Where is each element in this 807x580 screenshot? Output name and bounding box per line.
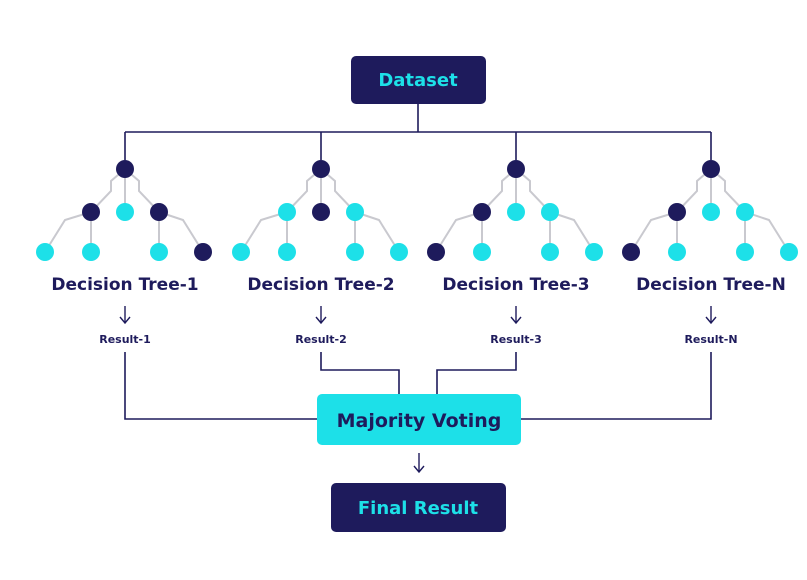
result-label: Result-2: [295, 333, 347, 346]
result-arrow: [119, 306, 131, 325]
tree-inner-node: [278, 203, 296, 221]
tree-leaf-node: [585, 243, 603, 261]
tree-inner-node: [150, 203, 168, 221]
tree-leaf-node: [36, 243, 54, 261]
tree-leaf-node: [780, 243, 798, 261]
result-connectors: [124, 352, 712, 420]
result-label: Result-N: [684, 333, 737, 346]
final-result-box: Final Result: [331, 483, 506, 532]
dataset-label: Dataset: [378, 70, 458, 91]
dataset-box: Dataset: [351, 56, 486, 104]
dataset-connectors: [124, 104, 712, 160]
tree-leaf-node: [473, 243, 491, 261]
tree-label: Decision Tree-1: [51, 275, 198, 295]
tree-inner-node: [702, 203, 720, 221]
tree-inner-node: [541, 203, 559, 221]
tree-root-node: [312, 160, 330, 178]
decision-tree-4: Decision Tree-N Result-N: [622, 160, 798, 346]
majority-voting-box: Majority Voting: [317, 394, 521, 445]
tree-leaf-node: [278, 243, 296, 261]
majority-voting-label: Majority Voting: [337, 410, 502, 432]
tree-leaf-node: [150, 243, 168, 261]
result-arrow: [705, 306, 717, 325]
tree-leaf-node: [194, 243, 212, 261]
tree-inner-node: [346, 203, 364, 221]
result-arrow: [315, 306, 327, 325]
tree-root-node: [702, 160, 720, 178]
tree-label: Decision Tree-3: [442, 275, 589, 295]
tree-label: Decision Tree-2: [247, 275, 394, 295]
result-arrow: [510, 306, 522, 325]
tree-leaf-node: [82, 243, 100, 261]
final-result-label: Final Result: [358, 498, 479, 519]
tree-leaf-node: [390, 243, 408, 261]
tree-inner-node: [116, 203, 134, 221]
tree-inner-node: [668, 203, 686, 221]
result-label: Result-3: [490, 333, 542, 346]
tree-root-node: [507, 160, 525, 178]
tree-inner-node: [473, 203, 491, 221]
tree-leaf-node: [668, 243, 686, 261]
tree-inner-node: [736, 203, 754, 221]
final-arrow: [413, 453, 425, 474]
tree-leaf-node: [232, 243, 250, 261]
tree-leaf-node: [541, 243, 559, 261]
tree-inner-node: [507, 203, 525, 221]
tree-leaf-node: [622, 243, 640, 261]
tree-label: Decision Tree-N: [636, 275, 786, 295]
tree-inner-node: [82, 203, 100, 221]
tree-root-node: [116, 160, 134, 178]
tree-leaf-node: [736, 243, 754, 261]
tree-leaf-node: [346, 243, 364, 261]
result-label: Result-1: [99, 333, 151, 346]
tree-inner-node: [312, 203, 330, 221]
tree-leaf-node: [427, 243, 445, 261]
